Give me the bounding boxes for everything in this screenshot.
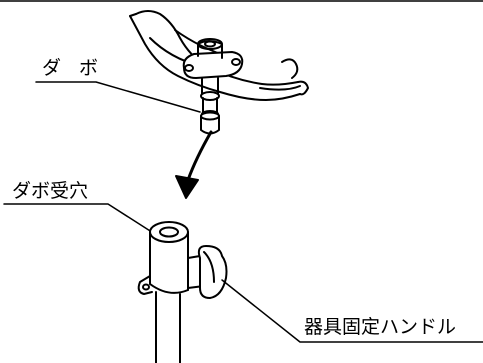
dowel-label: ダ ボ: [42, 57, 105, 79]
curved-down-arrow: [175, 130, 213, 199]
dowel-pin: [200, 77, 220, 135]
fixture-bracket: [129, 10, 309, 101]
handle-leader: [221, 279, 483, 343]
mounting-plate: [182, 38, 244, 79]
dowel-receiver-label: ダボ受穴: [12, 180, 89, 202]
fixture-handle-knob: [187, 245, 228, 299]
stand-pole: [137, 221, 189, 363]
fixture-handle-label: 器具固定ハンドル: [304, 316, 457, 338]
dowel-leader: [35, 81, 201, 113]
receiver-leader: [3, 203, 159, 237]
